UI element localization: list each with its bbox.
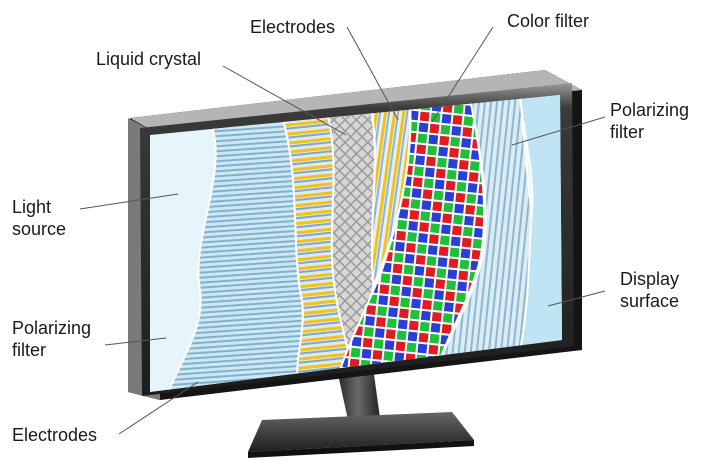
leader-display-surface [547, 290, 606, 307]
label-display-surface: Display surface [620, 268, 679, 312]
label-polarizing-filter-right: Polarizing filter [610, 99, 689, 143]
leader-polarizing-filter-left [104, 337, 167, 346]
leader-light-source [79, 193, 179, 210]
label-polarizing-filter-left-line2: filter [12, 340, 47, 360]
label-light-source: Light source [12, 196, 66, 240]
label-electrodes-bottom: Electrodes [12, 425, 98, 445]
label-light-source-line1: Light [12, 197, 52, 217]
label-polarizing-filter-right-line1: Polarizing [610, 100, 690, 120]
label-color-filter: Color filter [507, 11, 590, 31]
label-liquid-crystal: Liquid crystal [96, 49, 202, 69]
leader-color-filter [431, 26, 494, 123]
label-light-source-line2: source [12, 219, 67, 239]
display-surface-layer [518, 95, 562, 352]
leader-liquid-crystal [222, 65, 347, 136]
label-polarizing-filter-left-line1: Polarizing [12, 318, 92, 338]
label-display-surface-line1: Display [620, 269, 680, 289]
leader-polarizing-filter-right [511, 116, 606, 146]
leader-lines [79, 26, 606, 435]
label-display-surface-line2: surface [620, 291, 680, 311]
label-polarizing-filter-left: Polarizing filter [12, 317, 91, 361]
leader-electrodes-bottom [118, 381, 199, 435]
label-electrodes-top: Electrodes [250, 17, 336, 37]
label-polarizing-filter-right-line2: filter [610, 122, 645, 142]
leader-electrodes-top [346, 26, 399, 121]
